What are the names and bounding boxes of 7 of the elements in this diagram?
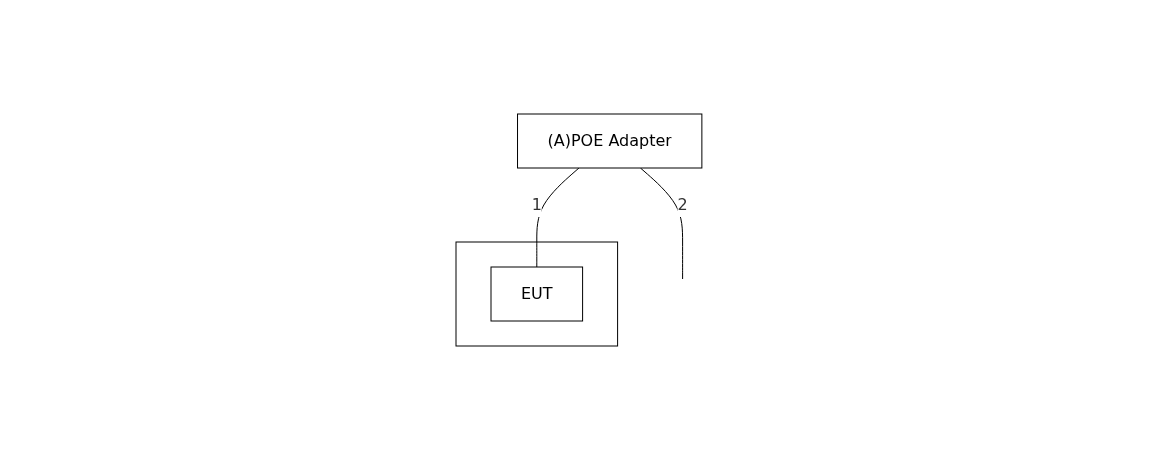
connector	[536, 167, 580, 268]
connector	[640, 167, 684, 280]
edge-label: 1	[531, 195, 543, 214]
node-box: (A)POE Adapter	[517, 113, 703, 169]
edge-label: 2	[677, 195, 688, 214]
cluster	[455, 241, 619, 347]
node-box: EUT	[490, 266, 584, 322]
